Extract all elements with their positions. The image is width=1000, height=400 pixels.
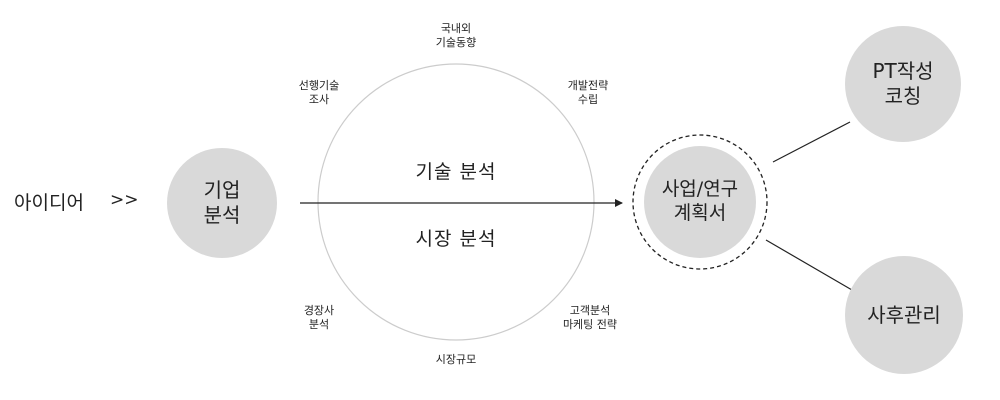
ring-label-bottom-left: 경장사 분석 (274, 304, 364, 333)
ring-label-bottom-left-line2: 분석 (308, 318, 330, 332)
ring-label-top-right: 개발전략 수립 (543, 79, 633, 108)
market-analysis-label: 시장 분석 (415, 228, 497, 250)
ring-label-top: 국내외 기술동향 (411, 22, 501, 51)
company-analysis-node: 기업 분석 (167, 148, 277, 258)
ring-label-top-left-line2: 조사 (308, 93, 330, 107)
connector-to-pt-coaching (772, 121, 851, 163)
ring-label-bottom-left-line1: 경장사 (303, 304, 335, 317)
ring-label-top-left: 선행기술 조사 (274, 79, 364, 108)
ring-label-top-left-line1: 선행기술 (298, 79, 340, 92)
ring-label-top-right-line2: 수립 (577, 93, 599, 107)
aftercare-node: 사후관리 (845, 256, 963, 374)
aftercare-label: 사후관리 (867, 302, 941, 327)
pt-coaching-line2: 코칭 (884, 84, 922, 108)
pt-coaching-line1: PT작성 (872, 59, 934, 83)
ring-label-bottom-right: 고객분석 마케팅 전략 (545, 304, 635, 333)
business-plan-line1: 사업/연구 (661, 178, 739, 201)
business-plan-line2: 계획서 (673, 202, 727, 224)
ring-label-top-line1: 국내외 (440, 22, 472, 35)
tech-analysis-label: 기술 분석 (415, 161, 497, 183)
connector-to-aftercare (765, 239, 853, 291)
double-arrow-icon: >> (110, 190, 139, 210)
business-plan-dashed-ring (632, 134, 768, 270)
ring-label-bottom-right-line2: 마케팅 전략 (562, 318, 618, 332)
analysis-ring (317, 63, 595, 341)
idea-label: 아이디어 (14, 192, 84, 214)
pt-coaching-node: PT작성 코칭 (845, 26, 961, 142)
company-analysis-line1: 기업 (203, 178, 241, 202)
ring-label-bottom: 시장규모 (435, 353, 477, 366)
company-analysis-line2: 분석 (203, 203, 241, 227)
ring-label-top-right-line1: 개발전략 (567, 79, 609, 92)
business-plan-node: 사업/연구 계획서 (644, 146, 756, 258)
ring-label-bottom-right-line1: 고객분석 (569, 304, 611, 317)
ring-label-top-line2: 기술동향 (435, 36, 477, 50)
